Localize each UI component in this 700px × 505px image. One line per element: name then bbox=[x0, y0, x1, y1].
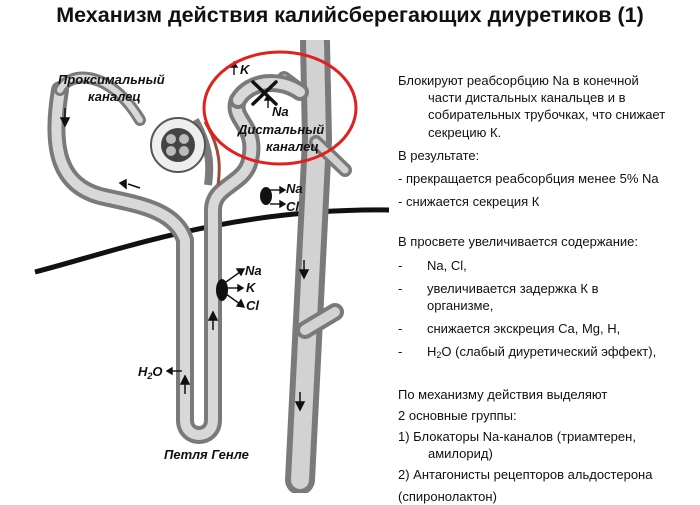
label-cl-low: Cl bbox=[246, 298, 259, 313]
flow-arrows bbox=[59, 108, 310, 412]
p1-line4: секрецию К. bbox=[428, 124, 502, 140]
p8-line1: 1) Блокаторы Na-каналов (триамтерен, bbox=[398, 429, 636, 445]
label-k-top: K bbox=[240, 62, 251, 77]
label-na-low: Na bbox=[245, 263, 262, 278]
na-cl-transporter-upper bbox=[260, 187, 272, 205]
p5: В просвете увеличивается содержание: bbox=[398, 234, 639, 250]
label-na-mid: Na bbox=[286, 181, 303, 196]
p2: В результате: bbox=[398, 147, 480, 163]
label-proximal-line2: каналец bbox=[88, 89, 141, 104]
glomerulus bbox=[150, 117, 221, 186]
ion-arrows bbox=[165, 60, 287, 376]
label-cl-mid: Cl bbox=[286, 199, 299, 214]
nephron-diagram: Проксимальный каналец Дистальный каналец… bbox=[34, 40, 390, 493]
p1-line3: собирательных трубочках, что снижает bbox=[428, 107, 666, 123]
block-cross-icon bbox=[251, 80, 278, 106]
nephron-tubule bbox=[47, 71, 309, 444]
distal-highlight-circle bbox=[202, 50, 358, 166]
label-h2o: H2O bbox=[138, 364, 163, 381]
na-k-cl-transporter bbox=[216, 279, 228, 301]
p6: По механизму действия выделяют bbox=[398, 386, 608, 402]
p3: - прекращается реабсорбция менее 5% Na bbox=[398, 171, 659, 187]
slide-title: Механизм действия калийсберегающих диуре… bbox=[56, 3, 644, 27]
p4: - снижается секреция К bbox=[398, 194, 540, 210]
p9-line2: (спиронолактон) bbox=[398, 488, 497, 504]
p7: 2 основные группы: bbox=[398, 407, 517, 423]
label-proximal-line1: Проксимальный bbox=[58, 72, 165, 87]
p1-line2: части дистальных канальцев и в bbox=[428, 90, 626, 106]
label-k-low: K bbox=[246, 280, 257, 295]
description-text: Блокируют реабсорбцию Na в конечной част… bbox=[398, 72, 694, 505]
list-item: - H2O (слабый диуретический эффект), bbox=[398, 344, 657, 361]
list-item: -снижается экскреция Ca, Mg, H, bbox=[398, 321, 621, 337]
label-loop-henle: Петля Генле bbox=[164, 447, 249, 462]
list-item: -Na, Cl, bbox=[398, 257, 467, 273]
p9-line1: 2) Антагонисты рецепторов альдостерона bbox=[398, 467, 653, 483]
label-distal-line1: Дистальный bbox=[237, 122, 324, 137]
label-na-top: Na bbox=[272, 104, 289, 119]
p1-line1: Блокируют реабсорбцию Na в конечной bbox=[398, 73, 639, 88]
label-distal-line2: каналец bbox=[266, 139, 319, 154]
collecting-duct bbox=[277, 40, 352, 493]
p8-line2: амилорид) bbox=[428, 446, 493, 462]
